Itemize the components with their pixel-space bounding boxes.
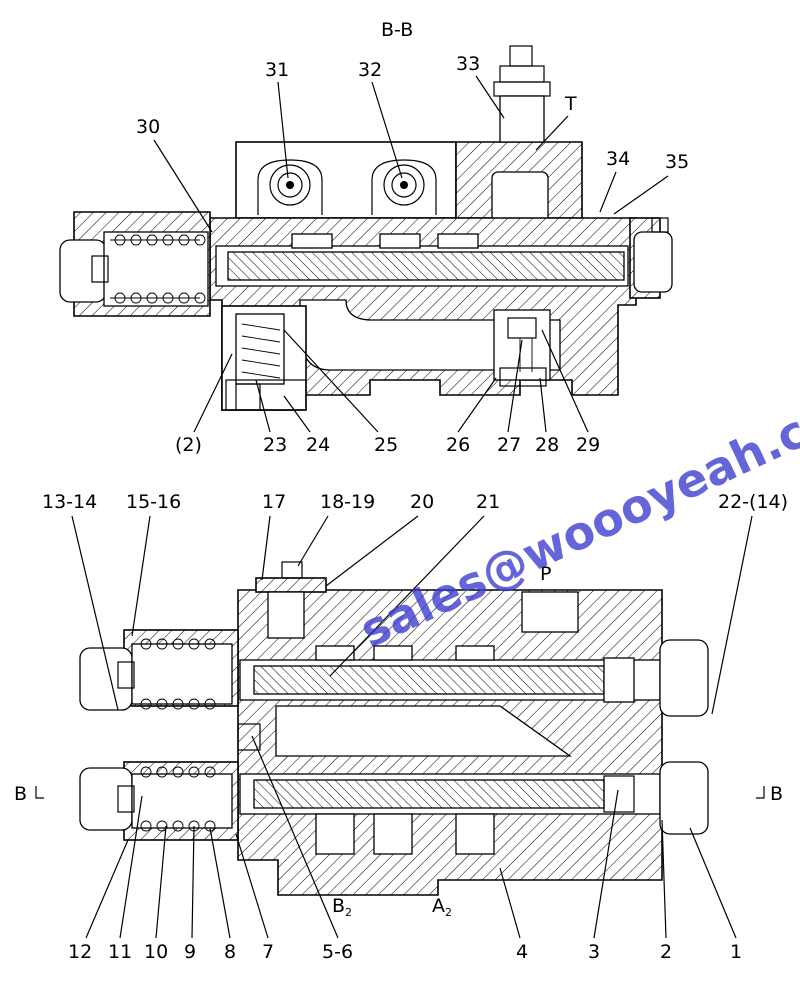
- lower-land-1: [315, 813, 355, 855]
- port-p: P: [540, 563, 551, 585]
- bolt-31: [257, 159, 323, 215]
- front-section-view: [79, 561, 709, 896]
- callout-11: 11: [108, 941, 132, 963]
- callout-3: 3: [588, 941, 600, 963]
- land-3: [437, 233, 479, 249]
- callout-30: 30: [136, 116, 160, 138]
- callout-7: 7: [262, 941, 274, 963]
- callout-29: 29: [576, 434, 600, 456]
- port-b2: B2: [332, 895, 352, 919]
- callout-35: 35: [665, 151, 689, 173]
- upper-land-3: [455, 645, 495, 661]
- callout-20: 20: [410, 491, 434, 513]
- callout-13-14: 13-14: [42, 491, 97, 513]
- callout-2: 2: [660, 941, 672, 963]
- bolt-32: [371, 159, 437, 215]
- cross-passage: [275, 705, 573, 757]
- lower-spool: [253, 779, 605, 809]
- relief-fitting-33: [491, 45, 551, 225]
- callout-9: 9: [184, 941, 196, 963]
- callout-28: 28: [535, 434, 559, 456]
- upper-spool: [253, 665, 605, 695]
- callout-34: 34: [606, 148, 630, 170]
- lower-spring-cap: [79, 761, 239, 841]
- callout-15-16: 15-16: [126, 491, 181, 513]
- bolt-18-19: [281, 561, 303, 579]
- spring-top-left: [114, 234, 206, 304]
- callout-22-14: 22-(14): [718, 491, 788, 513]
- pressure-port: [521, 591, 579, 633]
- callout-26: 26: [446, 434, 470, 456]
- check-valve-right: [493, 309, 551, 387]
- callout-5-6: 5-6: [322, 941, 353, 963]
- callout-8: 8: [224, 941, 236, 963]
- callout-2-ref: (2): [175, 434, 202, 456]
- lower-right-cap: [659, 761, 709, 835]
- callout-21: 21: [476, 491, 500, 513]
- upper-spring-cap: [79, 629, 239, 711]
- section-mark-right: B: [770, 783, 783, 805]
- callout-31: 31: [265, 59, 289, 81]
- callout-1: 1: [730, 941, 742, 963]
- section-title: B-B: [381, 19, 413, 41]
- land-2: [379, 233, 421, 249]
- left-spring-cap: [59, 211, 211, 317]
- upper-spool-end: [603, 657, 635, 703]
- upper-land-1: [315, 645, 355, 661]
- callout-4: 4: [516, 941, 528, 963]
- upper-right-cap: [659, 639, 709, 717]
- bottom-callouts: 13-14 15-16 17 18-19 20 21 22-(14) P B B…: [14, 491, 788, 963]
- callout-12: 12: [68, 941, 92, 963]
- check-valve-left: [221, 305, 307, 411]
- plate-17: [255, 577, 327, 593]
- callout-24: 24: [306, 434, 330, 456]
- callout-10: 10: [144, 941, 168, 963]
- lower-spool-end: [603, 775, 635, 813]
- callout-18-19: 18-19: [320, 491, 375, 513]
- lower-land-2: [373, 813, 413, 855]
- plug-bore: [267, 591, 305, 639]
- section-bb-view: B-B: [59, 19, 673, 411]
- lower-land-3: [455, 813, 495, 855]
- callout-33: 33: [456, 53, 480, 75]
- upper-land-2: [373, 645, 413, 661]
- plug-5-6: [237, 723, 261, 751]
- section-mark-left: B: [14, 783, 27, 805]
- top-callouts: 31 32 33 T 30 34 35 (2) 23 24 25 26 27 2…: [136, 53, 689, 456]
- land-1: [291, 233, 333, 249]
- callout-32: 32: [358, 59, 382, 81]
- callout-27: 27: [497, 434, 521, 456]
- port-a2: A2: [432, 895, 452, 919]
- main-spool: [227, 251, 625, 281]
- callout-23: 23: [263, 434, 287, 456]
- callout-25: 25: [374, 434, 398, 456]
- right-cap: [629, 217, 673, 299]
- callout-17: 17: [262, 491, 286, 513]
- section-arrow-right: [756, 786, 765, 799]
- port-t: T: [564, 93, 577, 115]
- section-arrow-left: [35, 786, 44, 799]
